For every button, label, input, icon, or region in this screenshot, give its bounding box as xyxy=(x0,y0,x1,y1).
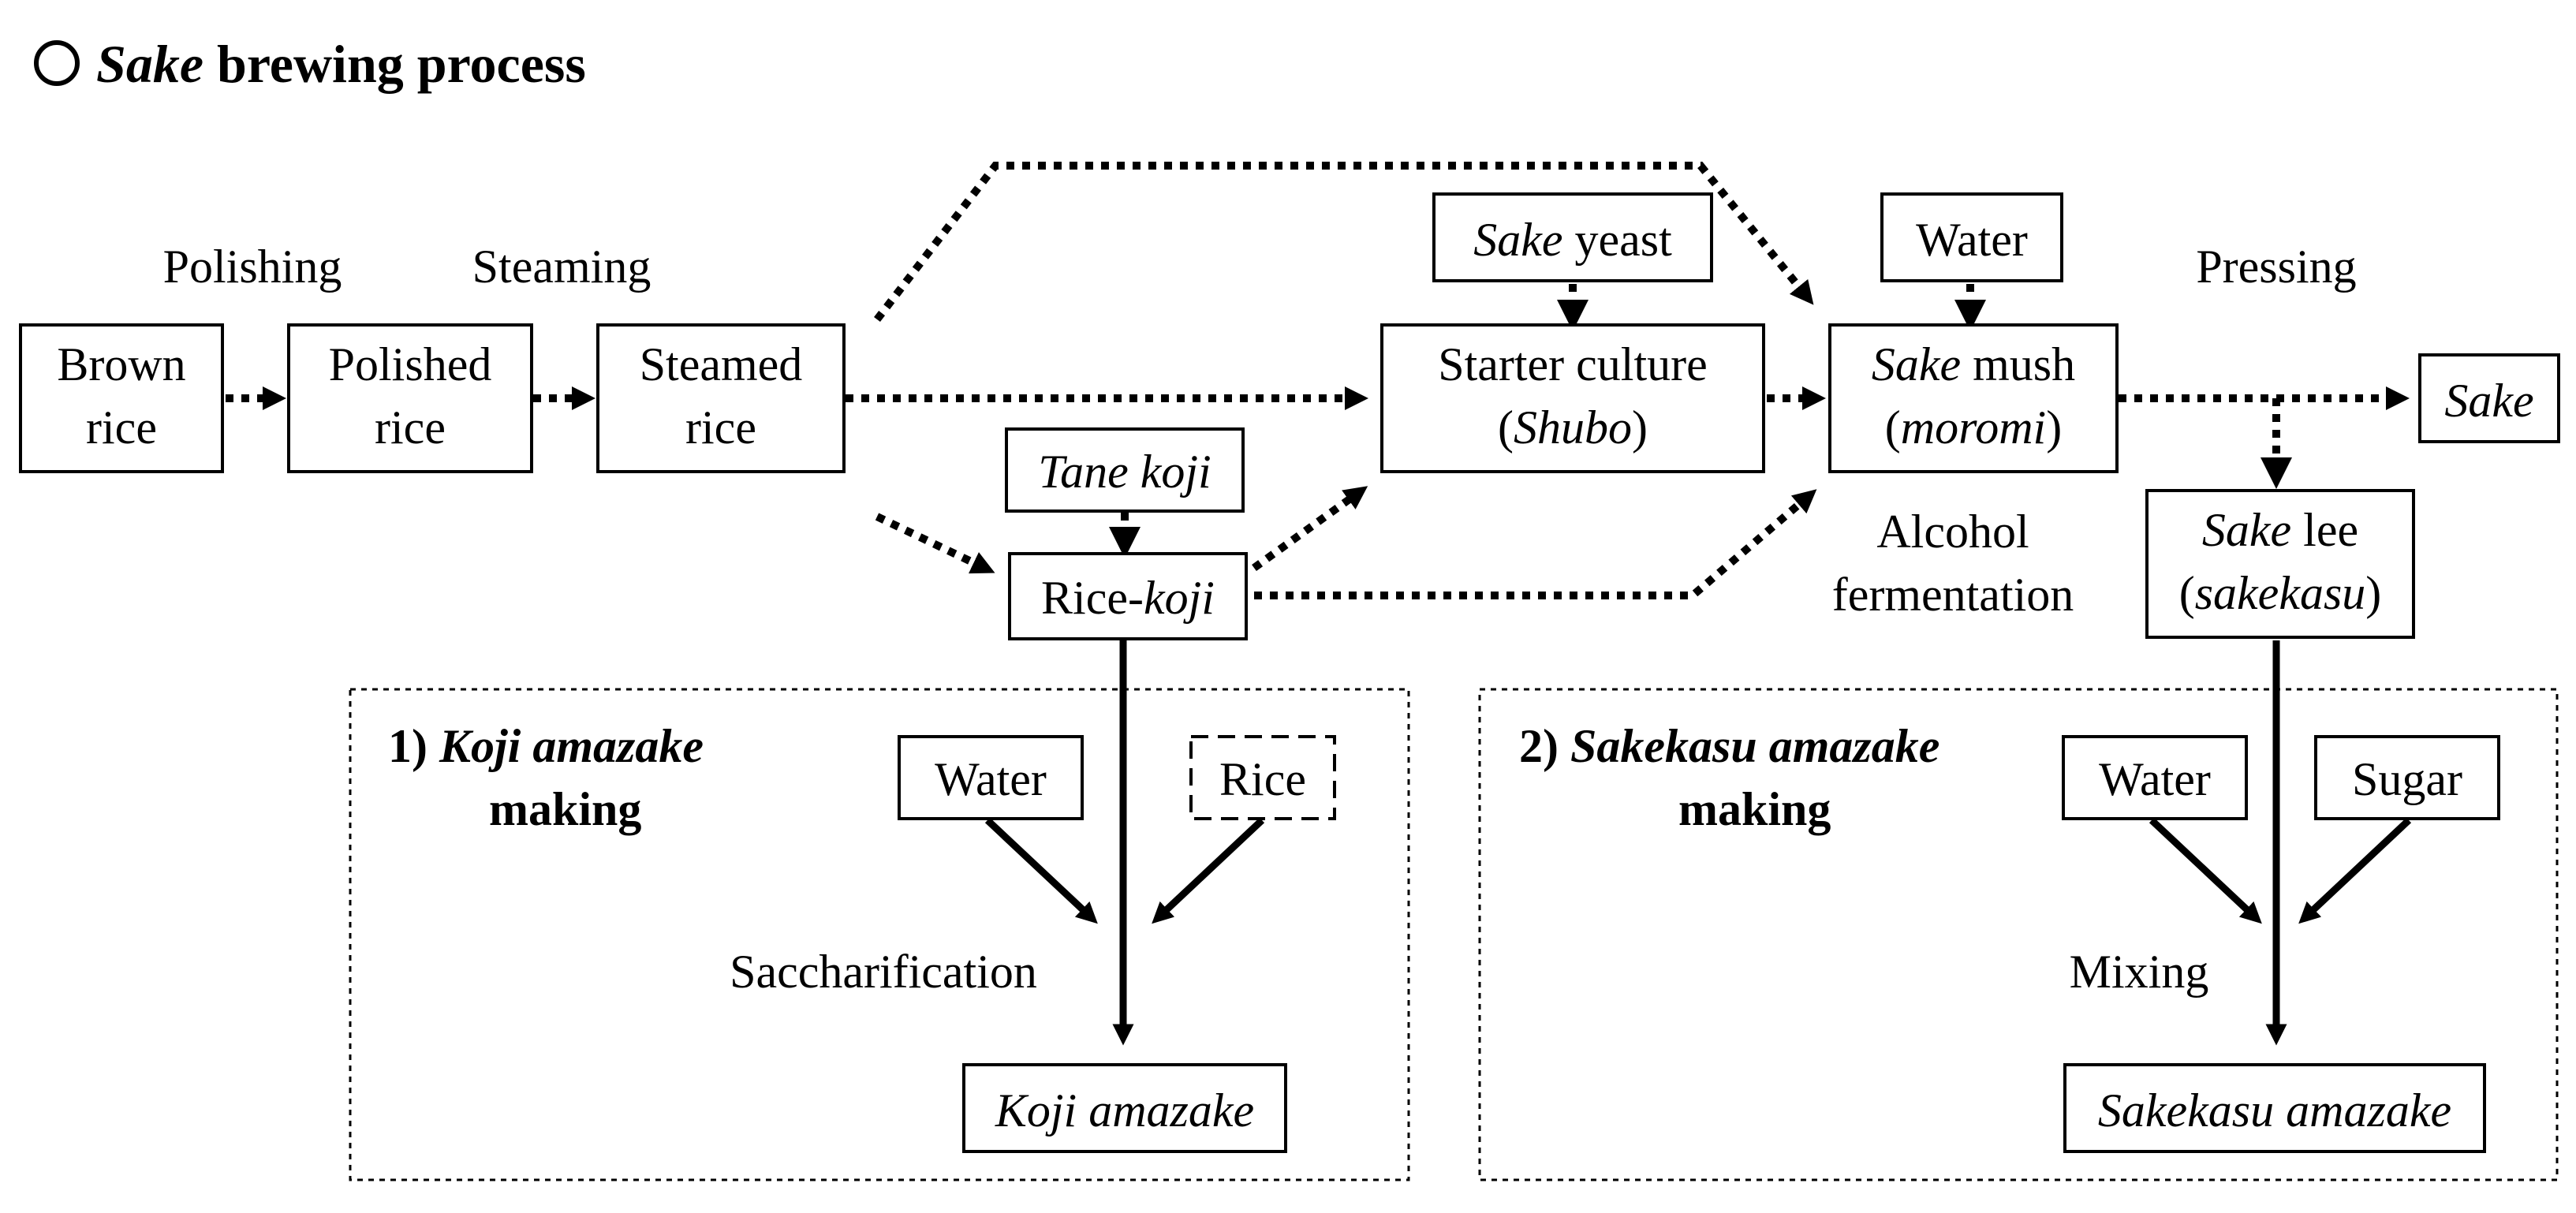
rice-optional-label: Rice xyxy=(1219,753,1306,805)
box-sugar: Sugar xyxy=(2314,735,2500,820)
sake-lee-italic2: sakekasu xyxy=(2195,567,2366,619)
box-sake-lee: Sake lee (sakekasu) xyxy=(2145,489,2415,639)
title-rest: brewing process xyxy=(203,34,586,94)
solid-flows xyxy=(984,640,2412,1046)
sake-mush-close: ) xyxy=(2046,401,2062,453)
polished-rice-line1: Polished xyxy=(329,338,492,390)
box-brown-rice: Brown rice xyxy=(19,323,224,473)
step-saccharification: Saccharification xyxy=(730,946,1037,998)
flow-sugar-to-mixing xyxy=(2298,817,2412,924)
rice-koji-italic: koji xyxy=(1144,572,1215,624)
box-starter-culture: Starter culture (Shubo) xyxy=(1380,323,1765,473)
box-koji-amazake: Koji amazake xyxy=(962,1063,1287,1153)
steamed-rice-line1: Steamed xyxy=(640,338,803,390)
sake-lee-line1: Sake lee xyxy=(2202,504,2358,556)
sake-lee-close: ) xyxy=(2365,567,2381,619)
box-sake-mush: Sake mush (moromi) xyxy=(1828,323,2119,473)
starter-culture-line2: (Shubo) xyxy=(1498,401,1648,453)
sake-yeast-italic: Sake xyxy=(1473,214,1562,266)
sakekasu-section-making: making xyxy=(1678,783,1831,835)
rice-koji-plain: Rice- xyxy=(1041,572,1144,624)
sake-mush-italic2: moromi xyxy=(1901,401,2046,453)
sake-mush-italic: Sake xyxy=(1872,338,1961,390)
sakekasu-section-number: 2) xyxy=(1519,720,1570,772)
box-tane-koji: Tane koji xyxy=(1005,427,1245,513)
starter-culture-line1: Starter culture xyxy=(1438,338,1708,390)
step-mixing: Mixing xyxy=(2070,946,2209,998)
step-alcohol-fermentation-1: Alcohol xyxy=(1876,506,2029,558)
box-polished-rice: Polished rice xyxy=(287,323,533,473)
flow-steamed-to-ricekoji xyxy=(875,513,995,574)
box-sakekasu-amazake: Sakekasu amazake xyxy=(2063,1063,2486,1153)
koji-section-making: making xyxy=(489,783,641,835)
box-water-koji: Water xyxy=(898,735,1084,820)
step-steaming: Steaming xyxy=(472,241,651,293)
flow-rice-to-saccharification xyxy=(1152,817,1265,924)
starter-culture-close: ) xyxy=(1632,401,1648,453)
sake-label: Sake xyxy=(2444,375,2533,427)
koji-section-number: 1) xyxy=(388,720,439,772)
water-top-label: Water xyxy=(1916,214,2028,266)
koji-amazake-section xyxy=(349,688,1410,1181)
dotted-flows xyxy=(226,162,2410,599)
box-rice-koji: Rice-koji xyxy=(1008,552,1248,640)
brown-rice-line1: Brown xyxy=(57,338,185,390)
starter-culture-italic: Shubo xyxy=(1514,401,1632,453)
sake-yeast-label: Sake yeast xyxy=(1473,214,1672,266)
polished-rice-line2: rice xyxy=(375,401,446,453)
koji-section-italic: Koji amazake xyxy=(439,720,704,772)
flow-water-to-saccharification xyxy=(984,817,1098,924)
rice-koji-label: Rice-koji xyxy=(1041,572,1215,624)
flow-ricekoji-to-starter xyxy=(1252,486,1368,572)
starter-culture-open: ( xyxy=(1498,401,1514,453)
sake-yeast-rest: yeast xyxy=(1562,214,1672,266)
sake-lee-rest: lee xyxy=(2291,504,2358,556)
brown-rice-line2: rice xyxy=(86,401,157,453)
flow-ricekoji-to-mush xyxy=(1254,489,1817,599)
box-steamed-rice: Steamed rice xyxy=(596,323,846,473)
box-rice-optional: Rice xyxy=(1189,735,1336,820)
sake-mush-rest: mush xyxy=(1961,338,2075,390)
sakekasu-section-heading: 2) Sakekasu amazake xyxy=(1519,720,1939,772)
step-polishing: Polishing xyxy=(163,241,342,293)
koji-amazake-label: Koji amazake xyxy=(995,1084,1254,1136)
sake-lee-line2: (sakekasu) xyxy=(2179,567,2382,619)
sake-lee-italic: Sake xyxy=(2202,504,2291,556)
title-italic: Sake xyxy=(96,34,203,94)
title-text: Sake brewing process xyxy=(96,34,586,94)
water-koji-label: Water xyxy=(935,753,1047,805)
sugar-label: Sugar xyxy=(2352,753,2462,805)
sake-mush-line1: Sake mush xyxy=(1872,338,2075,390)
title: Sake brewing process xyxy=(34,34,586,94)
step-alcohol-fermentation-2: fermentation xyxy=(1832,569,2074,621)
box-sake: Sake xyxy=(2418,353,2560,443)
box-sake-yeast: Sake yeast xyxy=(1432,192,1713,282)
box-water-top: Water xyxy=(1880,192,2063,282)
flow-water-to-mixing xyxy=(2149,817,2262,924)
sake-lee-open: ( xyxy=(2179,567,2195,619)
sakekasu-section-italic: Sakekasu amazake xyxy=(1570,720,1939,772)
water-sakekasu-label: Water xyxy=(2099,753,2211,805)
box-water-sakekasu: Water xyxy=(2062,735,2248,820)
step-pressing: Pressing xyxy=(2196,241,2356,293)
sakekasu-amazake-label: Sakekasu amazake xyxy=(2098,1084,2451,1136)
sake-mush-open: ( xyxy=(1885,401,1901,453)
steamed-rice-line2: rice xyxy=(685,401,756,453)
sake-mush-line2: (moromi) xyxy=(1885,401,2062,453)
title-circle-icon xyxy=(34,40,80,86)
tane-koji-label: Tane koji xyxy=(1038,446,1211,498)
koji-section-heading: 1) Koji amazake xyxy=(388,720,704,772)
flow-steamed-to-mush-top xyxy=(874,162,1814,323)
